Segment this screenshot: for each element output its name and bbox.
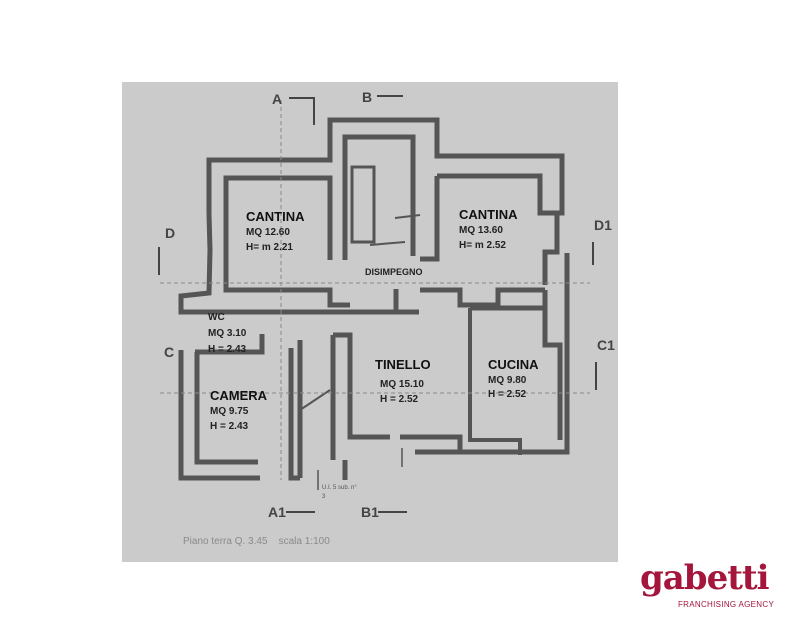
gabetti-logo: gabetti FRANCHISING AGENCY xyxy=(640,558,780,610)
unit-note: U.I. 5 sub. n° 3 xyxy=(322,485,357,500)
room-area: MQ 13.60 xyxy=(459,225,503,236)
logo-wordmark: gabetti xyxy=(640,558,770,598)
room-area: MQ 12.60 xyxy=(246,227,290,238)
floor-plan-walls xyxy=(158,95,597,513)
section-marker-c1: C1 xyxy=(597,337,615,353)
room-area: MQ 9.80 xyxy=(488,375,527,386)
room-name: CAMERA xyxy=(210,388,268,403)
room-area: MQ 9.75 xyxy=(210,406,249,417)
room-name: TINELLO xyxy=(375,357,431,372)
room-height: H = 2.52 xyxy=(488,389,527,400)
room-area: MQ 15.10 xyxy=(380,379,424,390)
section-marker-b1: B1 xyxy=(361,504,379,520)
section-marker-c: C xyxy=(164,344,175,360)
section-marker-d1: D1 xyxy=(594,217,612,233)
room-height: H= m 2.52 xyxy=(459,240,506,251)
room-height: H = 2.52 xyxy=(380,394,419,405)
logo-tagline: FRANCHISING AGENCY xyxy=(678,600,775,609)
room-height: H = 2.43 xyxy=(210,421,249,432)
section-marker-d: D xyxy=(165,225,176,241)
room-height: H = 2.43 xyxy=(208,344,247,355)
room-name: CANTINA xyxy=(246,209,305,224)
corridor-label: DISIMPEGNO xyxy=(365,267,423,277)
plan-caption: Piano terra Q. 3.45 scala 1:100 xyxy=(183,536,330,547)
room-name: CUCINA xyxy=(488,357,539,372)
section-marker-a: A xyxy=(272,91,283,107)
floor-plan xyxy=(122,82,618,562)
section-marker-b: B xyxy=(362,89,373,105)
room-name: CANTINA xyxy=(459,207,518,222)
room-name: WC xyxy=(208,312,225,323)
section-marker-a1: A1 xyxy=(268,504,286,520)
room-height: H= m 2.21 xyxy=(246,242,293,253)
room-area: MQ 3.10 xyxy=(208,328,247,339)
